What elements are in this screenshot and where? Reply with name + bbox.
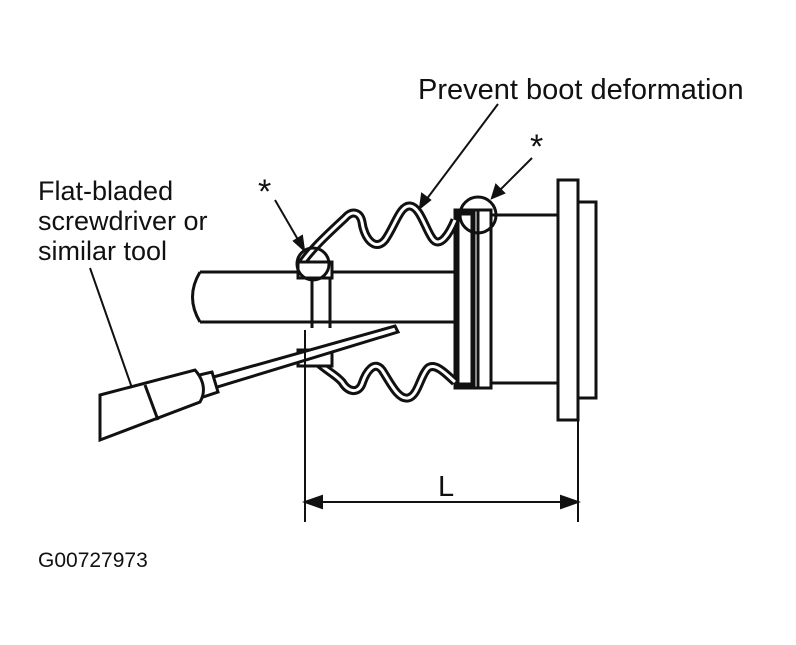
boot-upper-bellows-outline [298, 204, 457, 267]
tool-label-line1: Flat-bladed [38, 176, 173, 206]
tool-label-line2: screwdriver or [38, 206, 208, 236]
boot-lower-bellows-outline [313, 358, 456, 400]
figure-code-label: G00727973 [38, 549, 148, 572]
asterisk-right-label: * [530, 128, 543, 166]
screwdriver-tool [98, 324, 401, 443]
asterisk-left-label: * [258, 173, 271, 211]
detail-circle-right [458, 195, 498, 235]
tool-label-line3: similar tool [38, 236, 167, 266]
leader-lines [89, 103, 533, 389]
outer-joint-housing [453, 208, 560, 390]
dimension-l-label: L [438, 471, 454, 503]
outer-joint-flange [556, 178, 598, 422]
prevent-deformation-label: Prevent boot deformation [418, 74, 744, 106]
dimension-l [301, 330, 582, 522]
detail-circle-left [295, 246, 331, 282]
